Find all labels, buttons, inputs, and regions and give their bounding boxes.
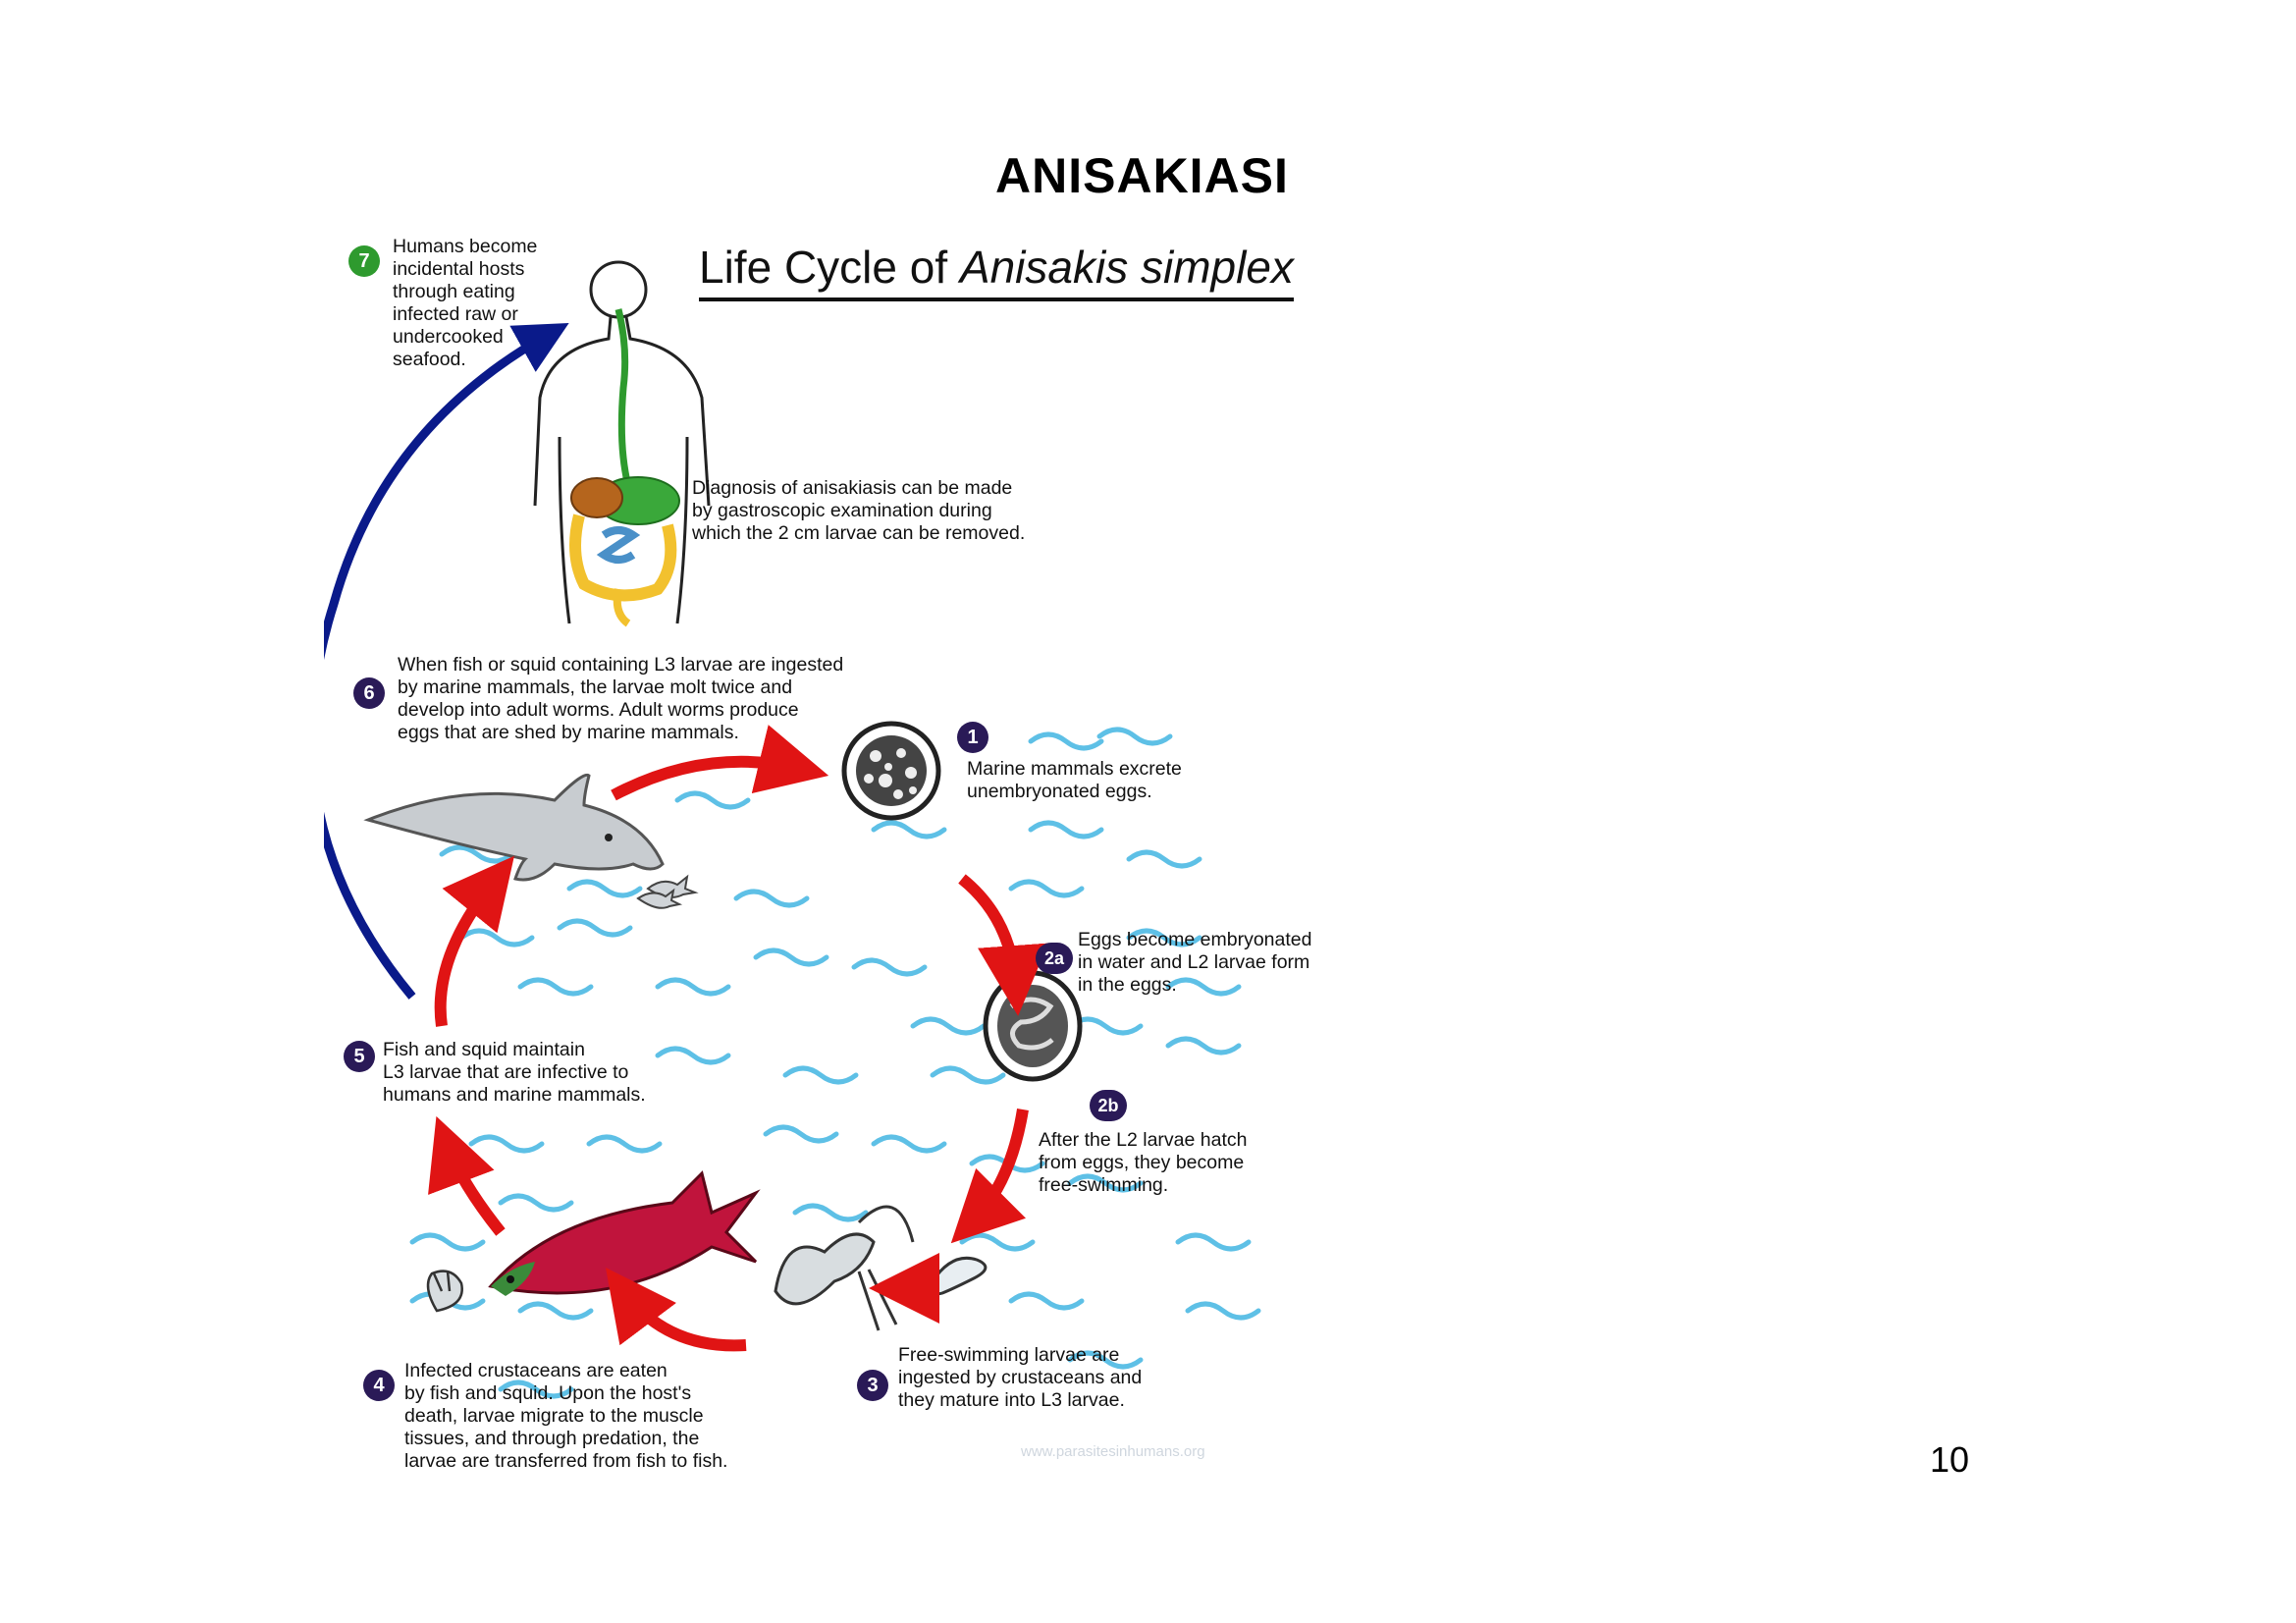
- diagram-title: Life Cycle of Anisakis simplex: [699, 241, 1294, 301]
- fish-salmon: [491, 1173, 756, 1296]
- step-2b-label: After the L2 larvae hatch from eggs, the…: [1039, 1129, 1247, 1197]
- page-number: 10: [1930, 1439, 1969, 1481]
- diagnosis-label: Diagnosis of anisakiasis can be made by …: [692, 477, 1025, 545]
- life-cycle-diagram: Life Cycle of Anisakis simplex 7 Humans …: [324, 211, 1364, 1497]
- source-watermark: www.parasitesinhumans.org: [1021, 1443, 1205, 1460]
- step-badge-2a: 2a: [1036, 943, 1073, 974]
- crustacean: [775, 1207, 913, 1330]
- step-badge-3: 3: [857, 1370, 888, 1401]
- step-5-label: Fish and squid maintain L3 larvae that a…: [383, 1039, 646, 1107]
- digestive-tract: [571, 309, 679, 623]
- small-fish: [638, 877, 695, 908]
- step-2a-label: Eggs become embryonated in water and L2 …: [1078, 929, 1311, 997]
- step-1-label: Marine mammals excrete unembryonated egg…: [967, 758, 1182, 803]
- egg-embryonated: [986, 973, 1080, 1079]
- step-3-label: Free-swimming larvae are ingested by cru…: [898, 1344, 1142, 1412]
- step-badge-5: 5: [344, 1041, 375, 1072]
- step-badge-6: 6: [353, 677, 385, 709]
- egg-unembryonated: [844, 724, 938, 818]
- step-badge-2b: 2b: [1090, 1090, 1127, 1121]
- step-badge-7: 7: [348, 245, 380, 277]
- page-title: ANISAKIASI: [995, 147, 1289, 204]
- step-badge-4: 4: [363, 1370, 395, 1401]
- step-4-label: Infected crustaceans are eaten by fish a…: [404, 1360, 727, 1473]
- step-badge-1: 1: [957, 722, 988, 753]
- free-swimming-larva: [933, 1258, 986, 1293]
- diagram-artwork: [324, 211, 1364, 1497]
- step-6-label: When fish or squid containing L3 larvae …: [398, 654, 843, 744]
- step-7-label: Humans become incidental hosts through e…: [393, 236, 537, 371]
